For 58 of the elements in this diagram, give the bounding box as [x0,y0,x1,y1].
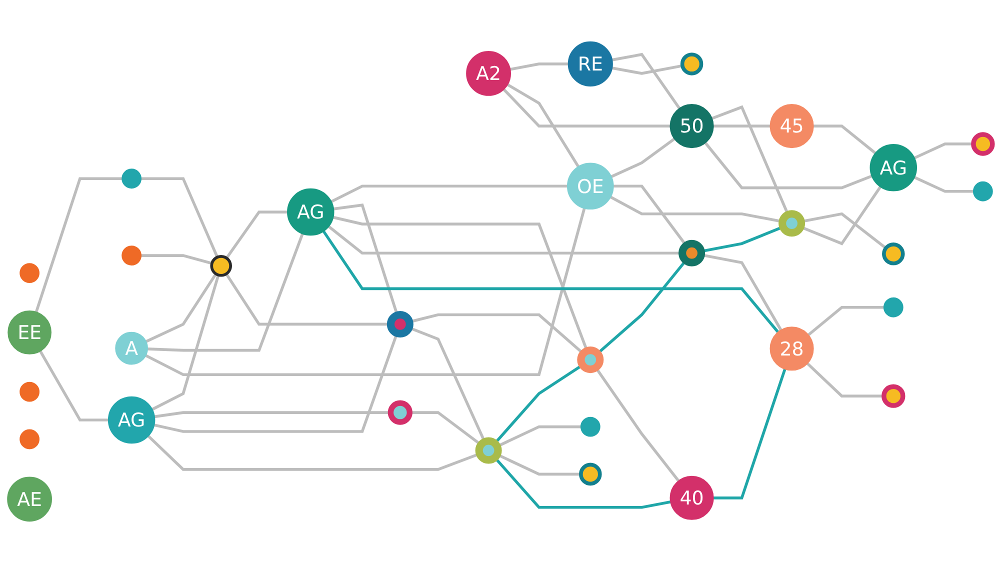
connector [713,124,770,128]
node-circle: 45 [770,104,814,148]
connector [808,306,884,336]
node-circle [20,382,40,402]
node-circle [122,168,142,189]
connector [145,273,218,343]
connector [147,233,304,352]
node-circle: A [115,332,148,365]
node-circle [580,416,600,437]
node-circle: OE [566,162,614,210]
node-circle [882,384,906,408]
connector [502,88,670,128]
connector [610,138,676,178]
node-circle [122,246,142,266]
connector [704,142,872,190]
connector [713,368,786,500]
connector [39,350,108,422]
connector [813,124,876,154]
connector [322,230,780,333]
node-circle [475,437,502,464]
node-circle [20,263,40,283]
node-circle [971,132,995,156]
connector [612,64,683,75]
node-circle [678,240,706,266]
connector [141,177,219,258]
connector [806,362,884,398]
connector [510,62,568,71]
node-circle: AG [108,396,156,444]
node-circle [386,310,414,338]
node-circle [388,400,412,425]
node-circle: 40 [670,476,714,520]
node-circle [882,242,905,266]
node-circle: AG [287,188,334,236]
node-circle [577,346,604,374]
connector [141,254,212,265]
connector [152,274,220,411]
node-circle [972,181,993,202]
connector [225,210,288,259]
node-circle [20,429,40,450]
node-circle [883,297,904,318]
connector [145,208,586,376]
node-circle: 50 [670,104,714,148]
node-circle: AE [7,476,52,522]
node-circle: EE [8,310,52,354]
connector [330,184,568,203]
node-circle [579,462,602,486]
connector [34,177,122,312]
node-circle: AG [870,144,918,192]
connector [612,52,681,110]
node-circle: 28 [770,326,814,371]
node-circle: A2 [466,50,512,96]
node-circle [680,52,704,76]
node-circle [778,210,806,237]
node-circle [210,254,232,277]
node-circle: RE [568,41,613,86]
connector [506,83,580,168]
connector [914,142,974,160]
connector [914,176,974,193]
